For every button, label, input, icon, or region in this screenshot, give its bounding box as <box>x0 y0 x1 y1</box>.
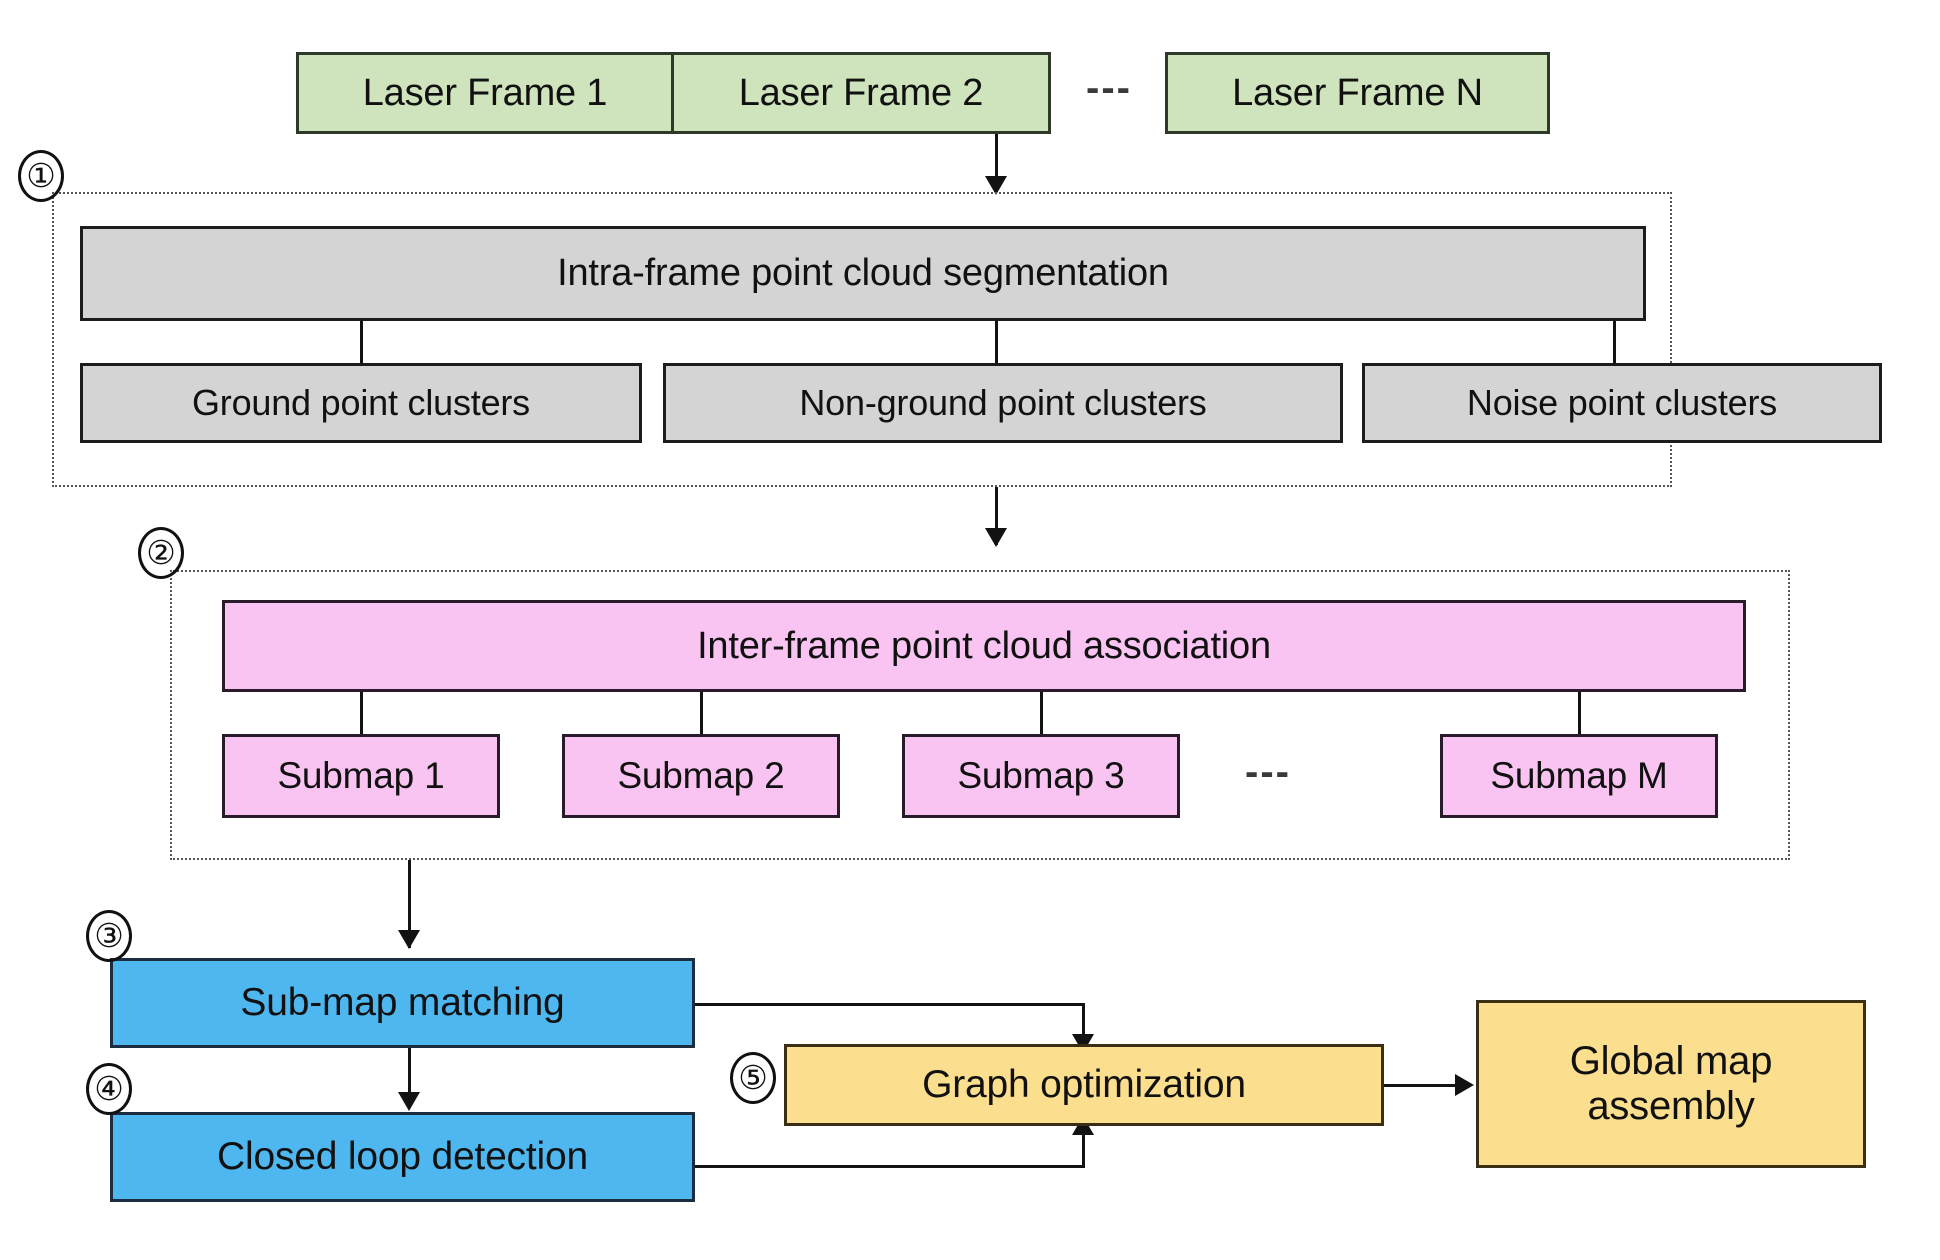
global-map-assembly-box: Global map assembly <box>1476 1000 1866 1168</box>
connector-graph-to-global-h <box>1384 1084 1466 1087</box>
graph-optimization-box: Graph optimization <box>784 1044 1384 1126</box>
submap-3-box: Submap 3 <box>902 734 1180 818</box>
connector-matching-to-graph-h <box>695 1003 1085 1006</box>
submap-2-box: Submap 2 <box>562 734 840 818</box>
step-5-badge: ⑤ <box>730 1052 776 1104</box>
connector-seg-to-nonground <box>995 321 998 363</box>
connector-assoc-to-submap-m <box>1578 692 1581 734</box>
connector-matching-to-loop <box>408 1048 411 1108</box>
submap-m-box: Submap M <box>1440 734 1718 818</box>
stage2-group-container <box>170 570 1790 860</box>
non-ground-point-clusters-box: Non-ground point clusters <box>663 363 1343 443</box>
ground-point-clusters-box: Ground point clusters <box>80 363 642 443</box>
arrow-frames-to-stage1 <box>985 176 1007 195</box>
connector-frames-to-stage1 <box>995 134 998 192</box>
connector-loop-to-graph-v <box>1082 1122 1085 1168</box>
inter-frame-association-box: Inter-frame point cloud association <box>222 600 1746 692</box>
step-3-badge: ③ <box>86 910 132 962</box>
arrow-graph-to-global <box>1455 1074 1474 1096</box>
connector-stage2-to-matching <box>408 860 411 948</box>
connector-seg-to-ground <box>360 321 363 363</box>
intra-frame-segmentation-box: Intra-frame point cloud segmentation <box>80 226 1646 321</box>
connector-loop-to-graph-h <box>695 1165 1085 1168</box>
sub-map-matching-box: Sub-map matching <box>110 958 695 1048</box>
connector-assoc-to-submap-3 <box>1040 692 1043 734</box>
arrow-stage1-to-stage2 <box>985 528 1007 547</box>
connector-stage1-to-stage2 <box>995 487 998 545</box>
arrow-stage2-to-matching <box>398 930 420 949</box>
laser-frame-ellipsis: --- <box>1086 66 1132 110</box>
connector-assoc-to-submap-1 <box>360 692 363 734</box>
closed-loop-detection-box: Closed loop detection <box>110 1112 695 1202</box>
laser-frame-n-box: Laser Frame N <box>1165 52 1550 134</box>
laser-frame-1-box: Laser Frame 1 <box>296 52 674 134</box>
step-2-badge: ② <box>138 527 184 579</box>
connector-seg-to-noise <box>1613 321 1616 363</box>
arrow-matching-to-loop <box>398 1092 420 1111</box>
laser-frame-2-box: Laser Frame 2 <box>671 52 1051 134</box>
connector-matching-to-graph-v <box>1082 1003 1085 1050</box>
submap-1-box: Submap 1 <box>222 734 500 818</box>
step-4-badge: ④ <box>86 1063 132 1115</box>
submap-ellipsis: --- <box>1245 750 1291 794</box>
connector-assoc-to-submap-2 <box>700 692 703 734</box>
stage1-group-container <box>52 192 1672 487</box>
step-1-badge: ① <box>18 150 64 202</box>
noise-point-clusters-box: Noise point clusters <box>1362 363 1882 443</box>
